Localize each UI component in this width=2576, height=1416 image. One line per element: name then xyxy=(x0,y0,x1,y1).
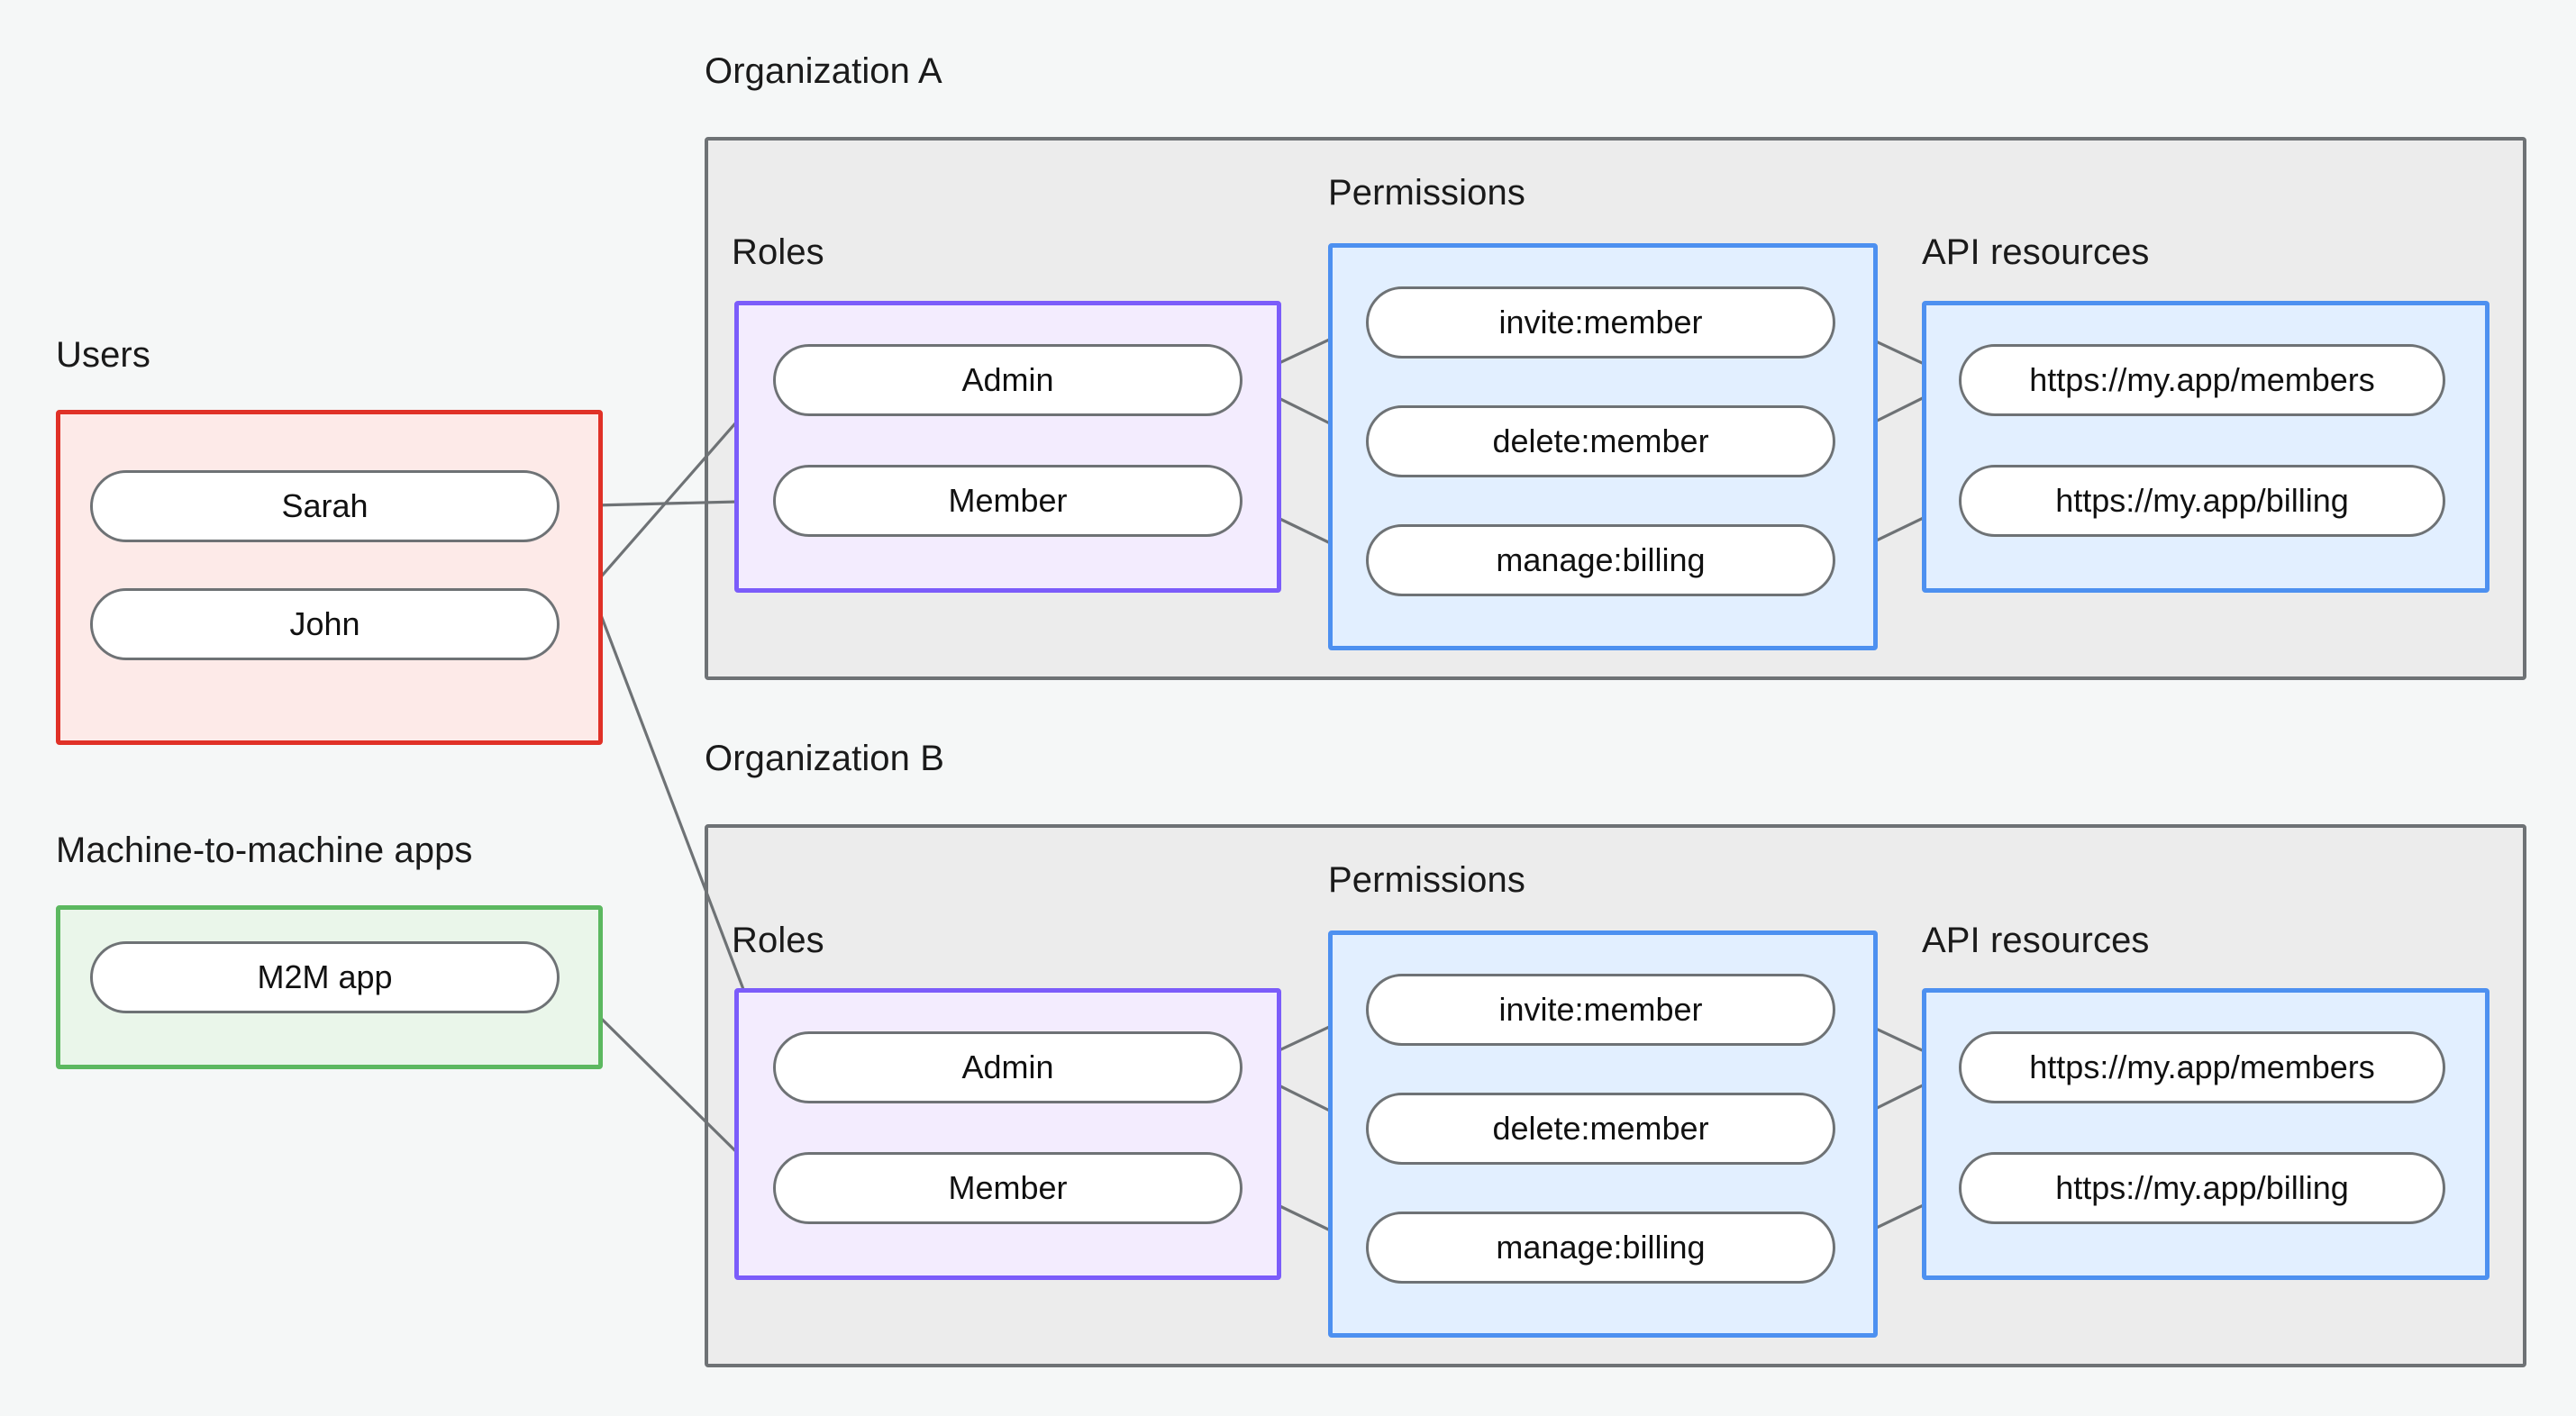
api-resource-label: https://my.app/members xyxy=(2029,1048,2375,1085)
permission-label: invite:member xyxy=(1498,304,1703,340)
org-a-permission-invite-member[interactable]: invite:member xyxy=(1366,286,1835,359)
role-label: Member xyxy=(948,482,1068,519)
org-a-permission-delete-member[interactable]: delete:member xyxy=(1366,405,1835,477)
permission-label: manage:billing xyxy=(1496,541,1706,578)
user-label: Sarah xyxy=(281,487,369,524)
org-b-permissions-label: Permissions xyxy=(1328,860,1525,900)
org-b-roles-label: Roles xyxy=(732,921,824,960)
permission-label: delete:member xyxy=(1492,1110,1709,1147)
m2m-node-app[interactable]: M2M app xyxy=(90,941,560,1013)
user-node-sarah[interactable]: Sarah xyxy=(90,470,560,542)
m2m-label: M2M app xyxy=(257,958,393,995)
organization-b-label: Organization B xyxy=(705,739,944,778)
permission-label: manage:billing xyxy=(1496,1229,1706,1266)
org-a-roles-label: Roles xyxy=(732,232,824,272)
org-a-role-member[interactable]: Member xyxy=(773,465,1242,537)
user-label: John xyxy=(289,605,360,642)
organization-a-label: Organization A xyxy=(705,51,942,91)
permission-label: delete:member xyxy=(1492,422,1709,459)
api-resource-label: https://my.app/billing xyxy=(2055,482,2349,519)
role-label: Admin xyxy=(961,1048,1054,1085)
org-b-role-admin[interactable]: Admin xyxy=(773,1031,1242,1103)
m2m-section-label: Machine-to-machine apps xyxy=(56,831,473,870)
org-a-permission-manage-billing[interactable]: manage:billing xyxy=(1366,524,1835,596)
users-group xyxy=(56,410,603,745)
org-a-permissions-label: Permissions xyxy=(1328,173,1525,213)
role-label: Admin xyxy=(961,361,1054,398)
user-node-john[interactable]: John xyxy=(90,588,560,660)
org-a-api-resource-billing[interactable]: https://my.app/billing xyxy=(1959,465,2445,537)
org-a-role-admin[interactable]: Admin xyxy=(773,344,1242,416)
api-resource-label: https://my.app/members xyxy=(2029,361,2375,398)
org-b-api-resource-members[interactable]: https://my.app/members xyxy=(1959,1031,2445,1103)
org-b-permission-delete-member[interactable]: delete:member xyxy=(1366,1093,1835,1165)
org-b-permission-manage-billing[interactable]: manage:billing xyxy=(1366,1212,1835,1284)
org-a-api-resource-members[interactable]: https://my.app/members xyxy=(1959,344,2445,416)
org-b-api-resource-billing[interactable]: https://my.app/billing xyxy=(1959,1152,2445,1224)
org-a-api-resources-label: API resources xyxy=(1922,232,2150,272)
api-resource-label: https://my.app/billing xyxy=(2055,1169,2349,1206)
org-b-permission-invite-member[interactable]: invite:member xyxy=(1366,974,1835,1046)
org-b-role-member[interactable]: Member xyxy=(773,1152,1242,1224)
users-section-label: Users xyxy=(56,335,150,375)
permission-label: invite:member xyxy=(1498,991,1703,1028)
org-b-api-resources-label: API resources xyxy=(1922,921,2150,960)
role-label: Member xyxy=(948,1169,1068,1206)
